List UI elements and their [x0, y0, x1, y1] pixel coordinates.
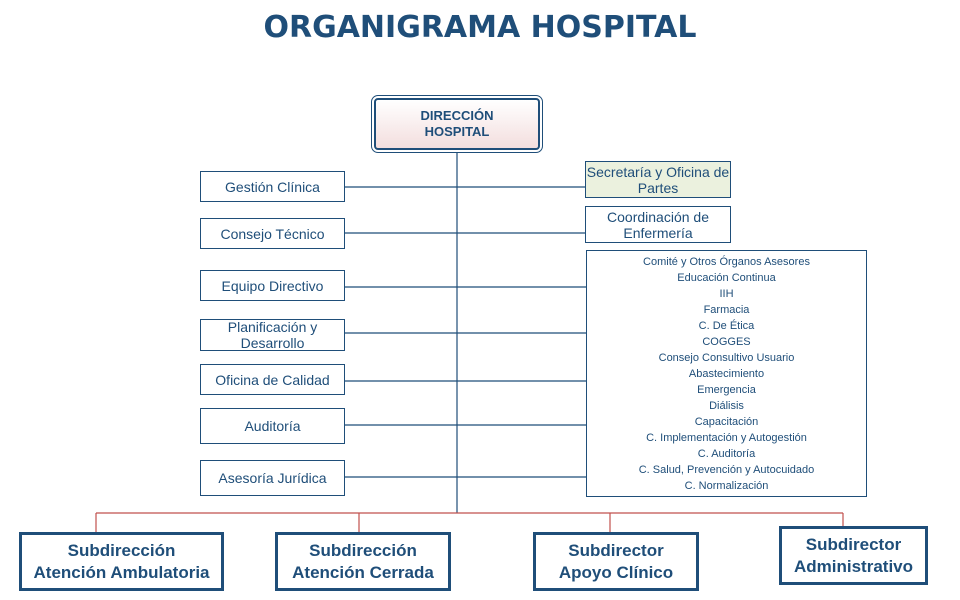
secretaria-box: Secretaría y Oficina de Partes: [585, 161, 731, 198]
committee-item: C. Normalización: [684, 480, 769, 492]
committee-item: C. Implementación y Autogestión: [646, 432, 807, 444]
committee-item: Consejo Consultivo Usuario: [658, 352, 795, 364]
sub-ambulatoria-line1: Subdirección: [67, 540, 176, 560]
asesoria-juridica-box: Asesoría Jurídica: [200, 460, 345, 496]
direccion-hospital-box: DIRECCIÓN HOSPITAL: [371, 95, 543, 153]
equipo-directivo-box: Equipo Directivo: [200, 270, 345, 301]
consejo-tecnico-box: Consejo Técnico: [200, 218, 345, 249]
committee-item: C. De Ética: [698, 320, 755, 332]
committee-item: C. Salud, Prevención y Autocuidado: [638, 464, 815, 476]
coordinacion-enfermeria-box: Coordinación de Enfermería: [585, 206, 731, 243]
subdirector-administrativo-box: Subdirector Administrativo: [779, 526, 928, 585]
committee-item: Comité y Otros Órganos Asesores: [643, 256, 810, 268]
committee-item: C. Auditoría: [697, 448, 756, 460]
direccion-line2: HOSPITAL: [424, 124, 490, 139]
committee-item: IIH: [719, 288, 734, 300]
committee-item: Capacitación: [694, 416, 759, 428]
sub-ambulatoria-line2: Atención Ambulatoria: [33, 562, 210, 582]
committee-item: Emergencia: [697, 384, 756, 396]
committee-item: Abastecimiento: [688, 368, 765, 380]
committee-item: COGGES: [702, 336, 751, 348]
committee-item: Educación Continua: [677, 272, 776, 284]
sub-apoyo-line1: Subdirector: [568, 540, 664, 560]
direccion-line1: DIRECCIÓN: [420, 108, 494, 123]
committee-item: Farmacia: [703, 304, 750, 316]
committee-item: Diálisis: [709, 400, 744, 412]
committees-box: Comité y Otros Órganos Asesores Educació…: [586, 250, 867, 497]
sub-cerrada-line2: Atención Cerrada: [292, 562, 434, 582]
chart-title: ORGANIGRAMA HOSPITAL: [263, 10, 697, 45]
subdireccion-ambulatoria-box: Subdirección Atención Ambulatoria: [19, 532, 224, 591]
subdireccion-cerrada-box: Subdirección Atención Cerrada: [275, 532, 451, 591]
sub-cerrada-line1: Subdirección: [309, 540, 417, 560]
sub-admin-line1: Subdirector: [805, 534, 902, 554]
sub-admin-line2: Administrativo: [793, 556, 914, 576]
auditoria-box: Auditoría: [200, 408, 345, 444]
oficina-calidad-box: Oficina de Calidad: [200, 364, 345, 395]
sub-apoyo-line2: Apoyo Clínico: [558, 562, 674, 582]
gestion-clinica-box: Gestión Clínica: [200, 171, 345, 202]
planificacion-box: Planificación y Desarrollo: [200, 319, 345, 351]
subdirector-apoyo-clinico-box: Subdirector Apoyo Clínico: [533, 532, 699, 591]
